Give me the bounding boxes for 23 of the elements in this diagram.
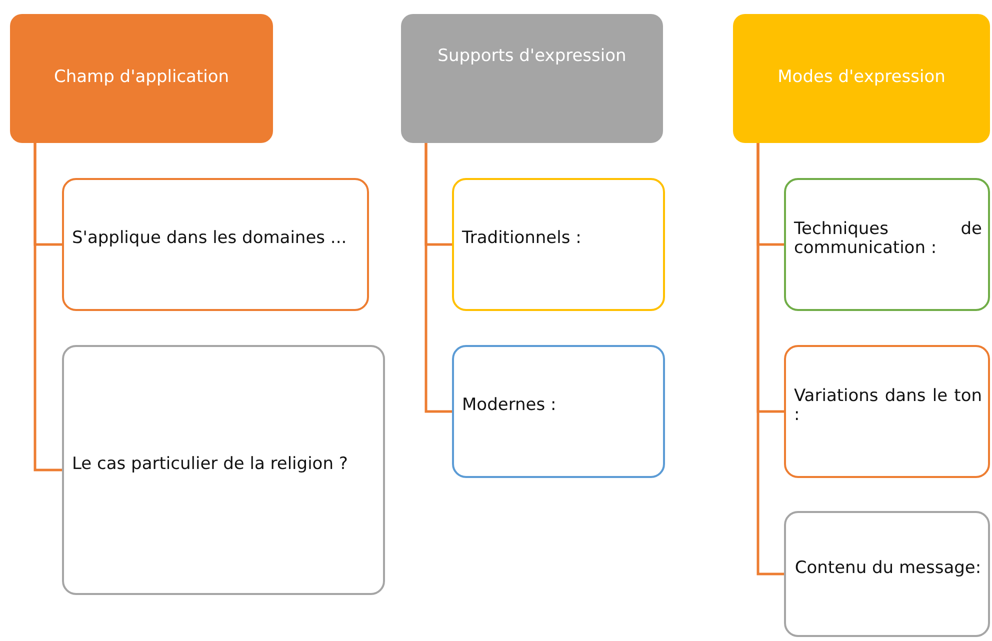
category-header xyxy=(401,14,663,143)
item-text: Techniques de communication : xyxy=(794,220,982,258)
item-text: Modernes : xyxy=(462,396,558,415)
item-box xyxy=(62,178,369,311)
item-box xyxy=(784,345,990,478)
connector-line xyxy=(756,143,784,576)
item-box xyxy=(784,511,990,637)
item-text: Contenu du message: xyxy=(794,558,982,578)
category-header xyxy=(10,14,273,143)
header-text: Supports d'expression xyxy=(438,46,626,66)
item-box xyxy=(452,178,665,311)
item-text: Le cas particulier de la religion ? xyxy=(72,454,349,474)
connector-line xyxy=(34,143,62,472)
category-header xyxy=(733,14,990,143)
item-text: Variations dans le ton : xyxy=(794,386,982,424)
header-text: Modes d'expression xyxy=(778,66,946,86)
connector-line xyxy=(424,143,452,413)
item-box xyxy=(62,345,385,595)
item-box xyxy=(452,345,665,478)
item-box xyxy=(784,178,990,311)
item-text: Traditionnels : xyxy=(462,229,582,248)
header-text: Champ d'application xyxy=(54,66,230,86)
item-text: S'applique dans les domaines ... xyxy=(72,229,348,248)
